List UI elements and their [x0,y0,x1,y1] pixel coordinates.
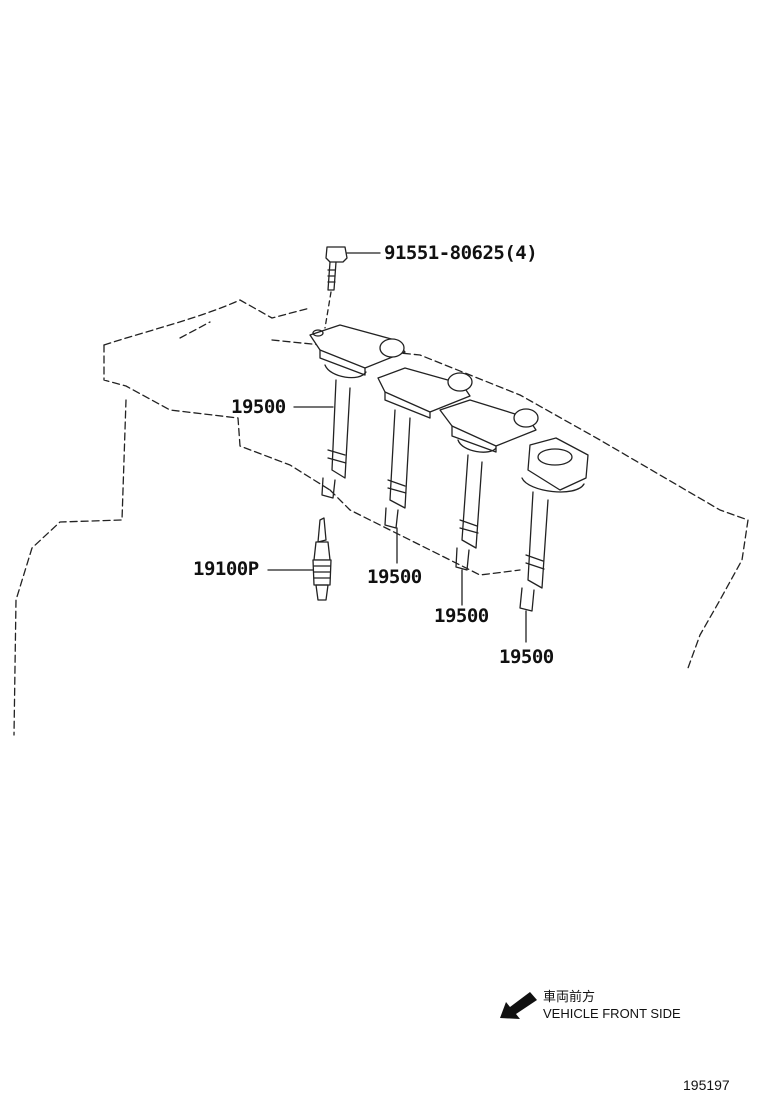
ignition-coil-1 [293,324,406,499]
coil-2-part-label: 19500 [367,566,422,588]
bolt-part-label: 91551-80625(4) [384,242,538,264]
bolt-91551 [324,246,381,329]
figure-id: 195197 [683,1077,730,1093]
coil-1-part-label: 19500 [231,396,286,418]
engine-head-outline [13,299,749,736]
spark-plug-part-label: 19100P [193,558,259,580]
spark-plug-19100p [267,517,332,601]
ignition-coil-2 [377,367,473,564]
ignition-coil-3 [439,399,539,606]
coil-3-part-label: 19500 [434,605,489,627]
coil-4-part-label: 19500 [499,646,554,668]
front-direction-arrow-icon [500,992,537,1019]
direction-note-english: VEHICLE FRONT SIDE [543,1006,681,1021]
direction-note-japanese: 車両前方 [543,989,596,1004]
ignition-coil-4 [519,437,589,643]
